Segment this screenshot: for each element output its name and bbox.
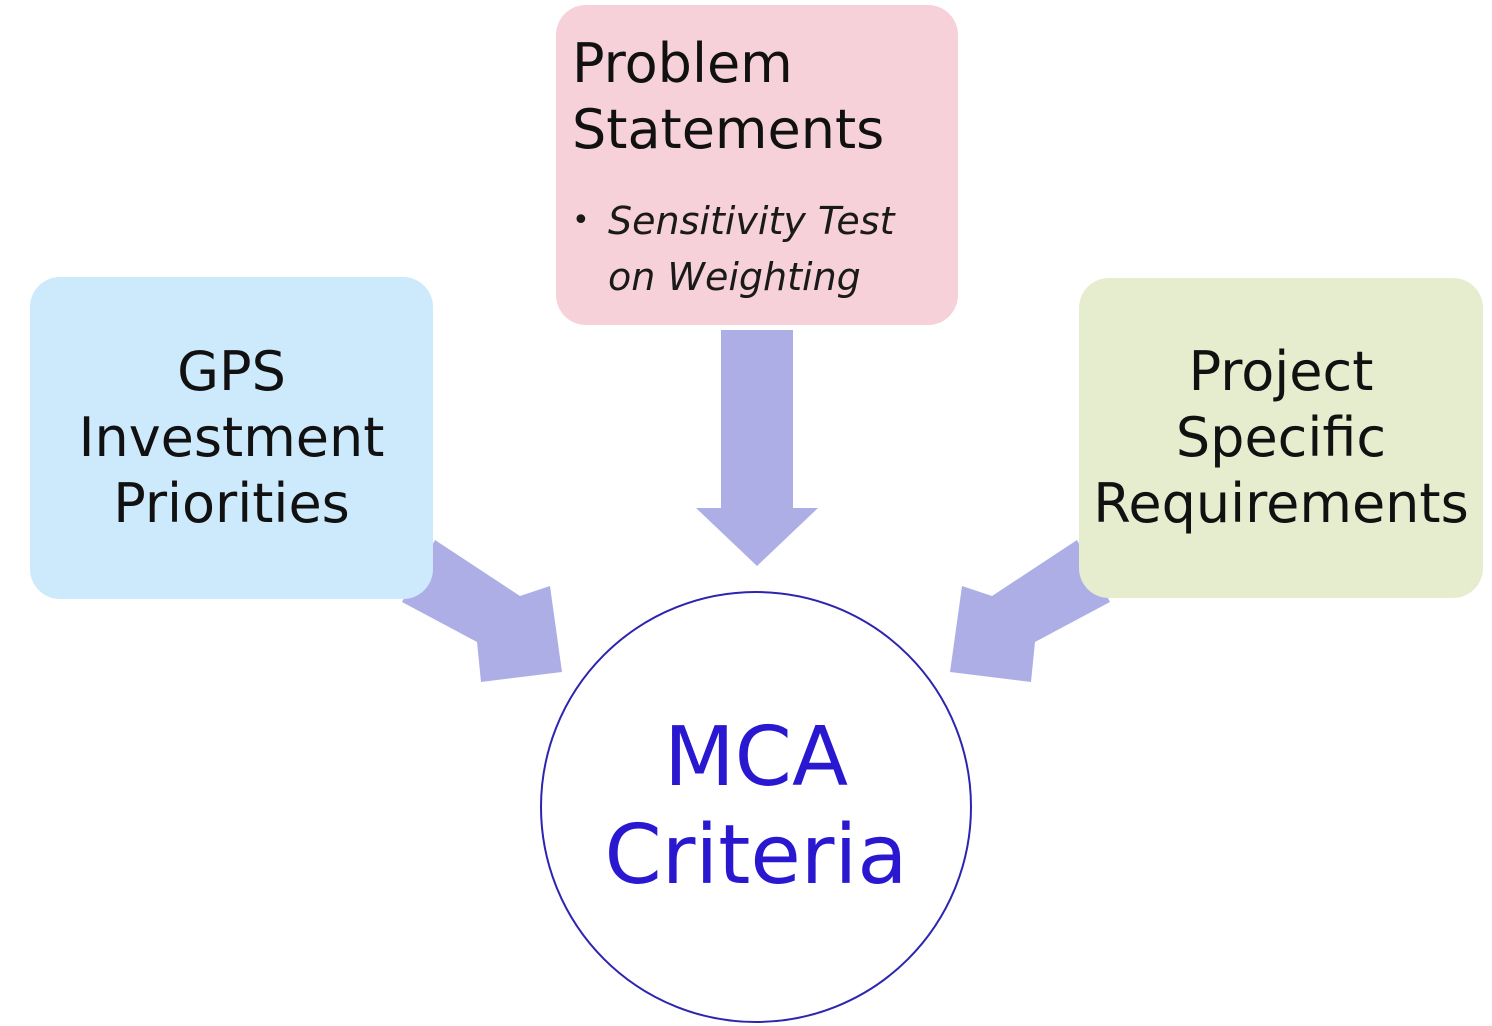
problem-title-line-2: Statements	[572, 98, 885, 161]
problem-statements-box: Problem Statements • Sensitivity Test on…	[556, 5, 958, 325]
project-line-1: Project	[1188, 340, 1374, 403]
mca-criteria-line-1: MCA	[663, 710, 849, 805]
gps-line-1: GPS	[177, 340, 286, 403]
gps-investment-priorities-box: GPS Investment Priorities	[30, 277, 433, 599]
gps-line-3: Priorities	[113, 472, 350, 535]
problem-bullet-list: • Sensitivity Test on Weighting	[572, 193, 958, 305]
problem-statements-title: Problem Statements	[572, 31, 958, 163]
mca-criteria-circle: MCA Criteria	[540, 591, 972, 1023]
mca-criteria-line-2: Criteria	[604, 808, 908, 903]
problem-title-line-1: Problem	[572, 32, 793, 95]
arrow-from-problem-statements	[696, 330, 818, 566]
bullet-icon: •	[572, 203, 590, 238]
project-line-3: Requirements	[1093, 472, 1469, 535]
problem-bullet-item: • Sensitivity Test on Weighting	[572, 193, 958, 305]
arrow-from-project-requirements	[950, 540, 1110, 682]
bullet-line-2: on Weighting	[608, 255, 861, 299]
project-specific-requirements-box: Project Specific Requirements	[1079, 278, 1483, 598]
gps-line-2: Investment	[78, 406, 385, 469]
arrow-from-gps-priorities	[402, 540, 562, 682]
project-line-2: Specific	[1175, 406, 1387, 469]
bullet-line-1: Sensitivity Test	[608, 199, 895, 243]
